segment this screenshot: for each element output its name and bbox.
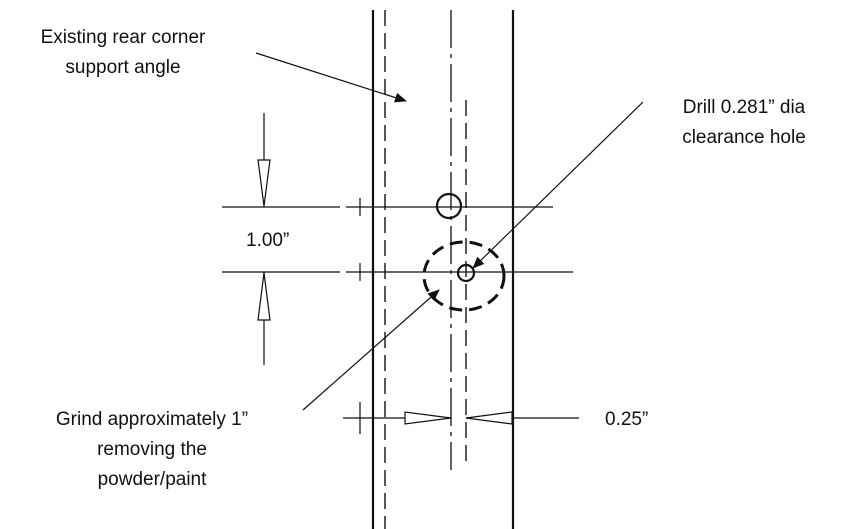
grind-note-line-2: removing the (97, 439, 207, 460)
drill-hole-leader (472, 101, 644, 269)
leader-lines (255, 52, 644, 411)
hdim-left-arrow (404, 411, 452, 425)
horizontal-dimension-label: 0.25” (605, 409, 648, 430)
vertical-dimension: 1.00” (246, 113, 289, 365)
existing-angle-leader (255, 52, 407, 103)
horizontal-dimension: 0.25” (343, 402, 648, 434)
drill-hole-line-1: Drill 0.281” dia (683, 97, 806, 118)
existing-angle-line-2: support angle (65, 57, 180, 78)
support-angle (371, 10, 515, 529)
vertical-dimension-label: 1.00” (246, 230, 289, 251)
holes (422, 192, 506, 312)
vdim-lower-arrow (257, 272, 271, 321)
existing-hole (435, 192, 463, 220)
existing-angle-note: Existing rear corner support angle (41, 27, 206, 78)
hdim-right-arrow (465, 411, 513, 425)
grind-note-leader (302, 289, 440, 411)
grind-note-line-3: powder/paint (98, 469, 208, 490)
drill-hole-note: Drill 0.281” dia clearance hole (682, 97, 806, 148)
existing-angle-line-1: Existing rear corner (41, 27, 206, 48)
new-clearance-hole (456, 263, 476, 283)
extension-lines (222, 198, 573, 281)
grind-note-line-1: Grind approximately 1” (56, 409, 248, 430)
drill-hole-line-2: clearance hole (682, 127, 806, 148)
vdim-upper-arrow (257, 159, 271, 207)
grind-area-circle (422, 240, 506, 312)
grind-note: Grind approximately 1” removing the powd… (56, 409, 248, 490)
